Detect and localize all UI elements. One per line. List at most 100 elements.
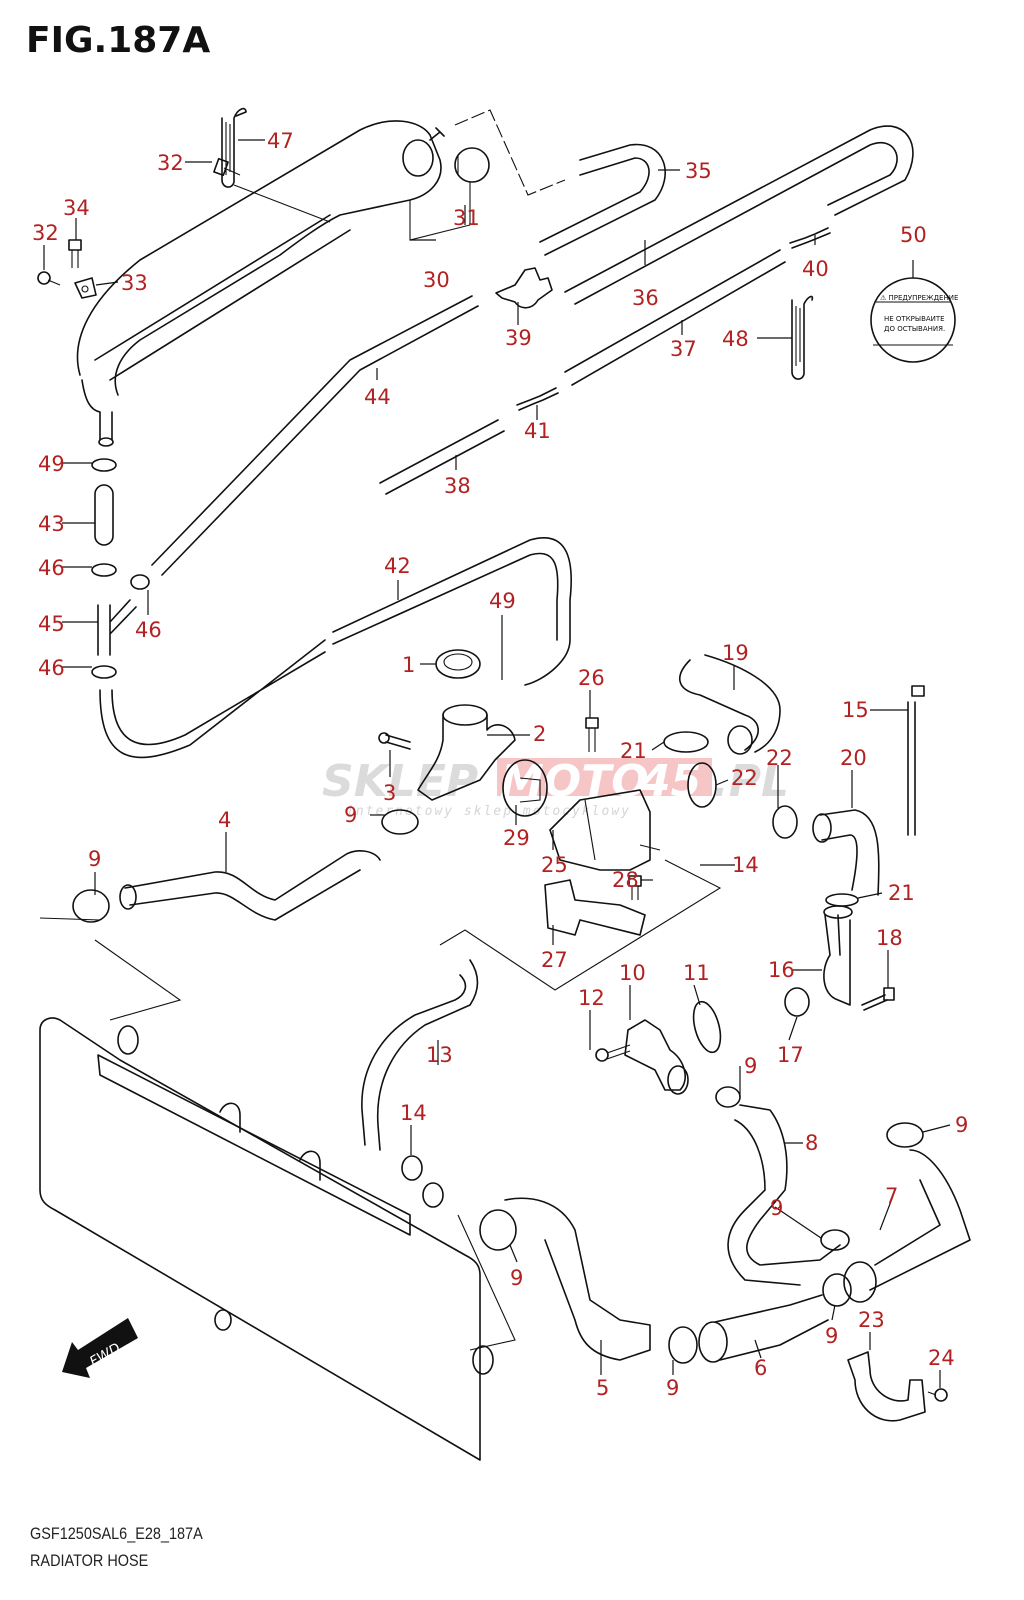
thermostat-29 [502, 759, 548, 817]
clamp-46-top [91, 563, 117, 577]
callout-leaders [43, 139, 951, 1388]
hose-35 [539, 143, 666, 256]
callout-48: 48 [722, 327, 749, 351]
callout-12: 12 [578, 986, 605, 1010]
model-code: GSF1250SAL6_E28_187A [30, 1524, 203, 1543]
o-ring-17 [784, 987, 810, 1017]
callout-1: 1 [402, 653, 415, 677]
bolt-24 [927, 1388, 948, 1402]
callout-23: 23 [858, 1308, 885, 1332]
hose-5 [504, 1197, 651, 1361]
callout-9-hose8: 9 [770, 1196, 783, 1220]
callout-15: 15 [842, 698, 869, 722]
warning-label-50: ⚠ ПРЕДУПРЕЖДЕНИЕ НЕ ОТКРЫВАИТЕ ДО ОСТЫВА… [870, 277, 958, 363]
bolt-28 [628, 875, 642, 900]
pipe-10 [624, 1019, 689, 1095]
joint-40 [789, 227, 831, 249]
bolt-18 [861, 987, 895, 1011]
bracket-47 [221, 107, 331, 223]
callout-11: 11 [683, 961, 710, 985]
radiator-cap-1 [435, 649, 481, 679]
clamp-9-hose8 [820, 1229, 850, 1251]
callout-22-left: 22 [731, 766, 758, 790]
watermark-brand-2: MOTO [500, 756, 649, 807]
hose-20 [819, 809, 880, 896]
callout-16: 16 [768, 958, 795, 982]
callout-35: 35 [685, 159, 712, 183]
callout-43: 43 [38, 512, 65, 536]
callout-28: 28 [612, 868, 639, 892]
joint-39 [495, 267, 553, 309]
callout-21-lower: 21 [888, 881, 915, 905]
callout-8: 8 [805, 1131, 818, 1155]
callout-46-right: 46 [135, 618, 162, 642]
clamp-22-right [772, 805, 798, 839]
clamp-46-right [130, 574, 150, 590]
bolt-3 [378, 732, 411, 750]
bolt-26 [585, 717, 599, 752]
bolt-32-top [213, 157, 241, 177]
callout-41: 41 [524, 419, 551, 443]
callout-10: 10 [619, 961, 646, 985]
callout-13: 13 [426, 1043, 453, 1067]
callout-24: 24 [928, 1346, 955, 1370]
reservoir-tank [76, 120, 445, 447]
hose-7 [869, 1149, 971, 1291]
callout-21-upper: 21 [620, 739, 647, 763]
clamp-9-hose4-right [381, 809, 419, 835]
callout-labels: 1 2 3 4 5 6 7 8 9 9 9 9 9 9 9 9 10 11 12… [32, 129, 968, 1400]
leader-lines [39, 917, 516, 1351]
callout-9-pipe6: 9 [666, 1376, 679, 1400]
callout-44: 44 [364, 385, 391, 409]
watermark-tagline: internetowy sklep motocyklowy [346, 804, 631, 819]
callout-33: 33 [121, 271, 148, 295]
hose-7-end [843, 1261, 877, 1303]
callout-34: 34 [63, 196, 90, 220]
hose-42 [99, 537, 572, 759]
filler-neck-2 [417, 704, 516, 801]
callout-40: 40 [802, 257, 829, 281]
warning-heading: ⚠ ПРЕДУПРЕЖДЕНИЕ [880, 294, 958, 302]
bracket-48 [791, 295, 814, 380]
watermark-brand-1: SKLEP [322, 756, 478, 807]
callout-2: 2 [533, 722, 546, 746]
hose-13 [361, 959, 479, 1151]
pipe-16 [823, 905, 853, 1006]
callout-49-left: 49 [38, 452, 65, 476]
hose-37 [564, 249, 786, 386]
bolt-34 [68, 239, 82, 268]
callout-32-left: 32 [32, 221, 59, 245]
clamp-9-hose7-bottom [822, 1273, 852, 1307]
hose-38 [379, 419, 505, 495]
callout-17: 17 [777, 1043, 804, 1067]
clip-33 [74, 277, 97, 299]
leader-30-hose [454, 109, 566, 196]
tie-15 [907, 685, 925, 836]
leader-box-30 [409, 182, 471, 241]
callout-31: 31 [453, 206, 480, 230]
t-joint-45 [97, 599, 137, 656]
clamp-21-bottom [825, 893, 859, 907]
hose-4 [124, 850, 381, 921]
warning-line-2: ДО ОСТЫВАНИЯ. [884, 325, 945, 333]
joint-41 [516, 387, 559, 411]
callout-9-hose7: 9 [955, 1113, 968, 1137]
callout-32-top: 32 [157, 151, 184, 175]
hose-36 [564, 125, 914, 305]
callout-19: 19 [722, 641, 749, 665]
clamp-9-hose4-left [72, 889, 110, 923]
callout-20: 20 [840, 746, 867, 770]
leader-box-27 [439, 859, 722, 991]
callout-9-hose5: 9 [510, 1266, 523, 1290]
fwd-arrow-icon: FWD [62, 1318, 138, 1378]
callout-9-hose4-right: 9 [344, 803, 357, 827]
bracket-23 [847, 1351, 926, 1422]
clamp-9-pipe6 [668, 1326, 698, 1364]
callout-39: 39 [505, 326, 532, 350]
callout-4: 4 [218, 808, 231, 832]
callout-3: 3 [383, 781, 396, 805]
callout-45: 45 [38, 612, 65, 636]
hose-19 [679, 654, 781, 753]
callout-46-top: 46 [38, 556, 65, 580]
